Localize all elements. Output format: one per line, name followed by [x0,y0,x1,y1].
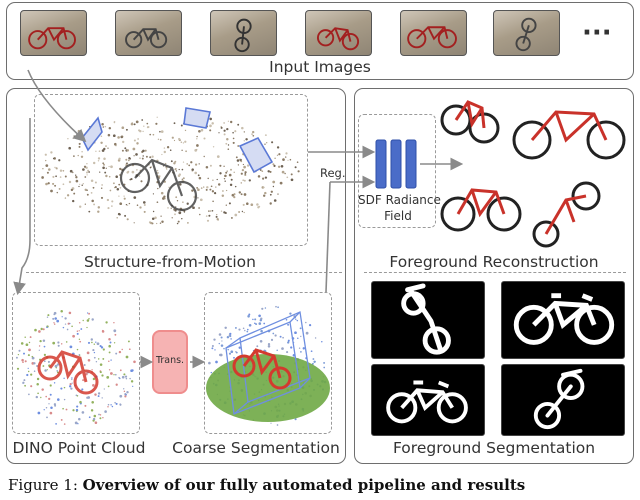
trans-box [152,330,188,394]
input-image-5 [400,10,467,56]
input-image-2 [115,10,182,56]
sdf-label-line1: SDF Radiance [358,193,441,207]
sdf-field-box [358,114,436,228]
sdf-label-line2: Field [384,209,412,223]
foreground-segmentation-label: Foreground Segmentation [392,439,596,457]
input-image-4 [305,10,372,56]
figure-caption: Figure 1: Overview of our fully automate… [8,476,525,494]
input-image-1 [20,10,87,56]
sfm-label: Structure-from-Motion [84,253,256,271]
mask-2 [501,281,625,359]
sfm-divider [26,272,342,273]
foreground-reconstruction-label: Foreground Reconstruction [389,253,599,271]
input-image-6 [493,10,560,56]
caption-prefix: Figure 1: [8,476,78,494]
coarse-segmentation-region [204,292,332,434]
mask-3 [371,364,485,436]
more-images-ellipsis: ··· [582,18,612,48]
caption-bold: Overview of our fully automated pipeline… [82,476,526,494]
input-image-3 [210,10,277,56]
dino-point-cloud-label: DINO Point Cloud [12,439,146,457]
trans-label: Trans. [155,355,185,366]
dino-point-cloud-region [12,292,140,434]
mask-4 [501,364,625,436]
coarse-segmentation-label: Coarse Segmentation [172,439,340,457]
input-images-label: Input Images [269,58,371,76]
sfm-region [34,94,308,246]
mask-1 [371,281,485,359]
reg-label: Reg. [320,166,346,180]
reconstruction-divider [364,272,626,273]
